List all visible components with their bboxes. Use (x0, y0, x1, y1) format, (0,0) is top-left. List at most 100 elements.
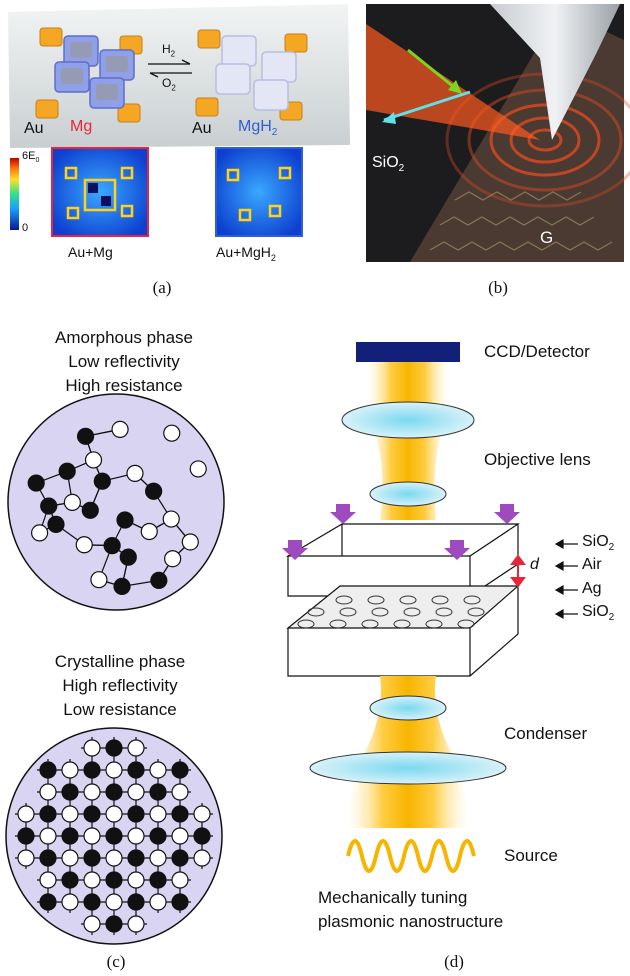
lattice-atom (127, 849, 145, 867)
lattice-atom (61, 893, 79, 911)
lattice-atom (105, 805, 123, 823)
label-sio2-top: SiO2 (582, 533, 615, 554)
colorbar-min-label: 0 (22, 222, 29, 234)
lattice-atom (39, 805, 57, 823)
lattice-atom (171, 783, 189, 801)
nanohole (393, 619, 411, 629)
label-sio2-b: SiO2 (372, 154, 405, 175)
light-beam-top (366, 362, 450, 520)
reaction-arrows (148, 59, 192, 78)
lattice-atom (105, 827, 123, 845)
label-sio2-bottom: SiO2 (582, 603, 615, 624)
afm-tip (490, 4, 620, 140)
caption-a: (a) (152, 278, 172, 297)
lattice-atom (61, 783, 79, 801)
amorphous-atom (81, 501, 99, 519)
lattice-atom (83, 915, 101, 933)
mechanical-tuning-text: Mechanically tuning plasmonic nanostruct… (318, 888, 504, 931)
nanohole-array (297, 595, 485, 629)
nanohole (403, 607, 421, 617)
nanohole (399, 595, 417, 605)
nanohole (435, 607, 453, 617)
nanohole (297, 619, 315, 629)
lattice-atom (105, 739, 123, 757)
amorphous-atom (76, 427, 95, 445)
nanohole (463, 595, 481, 605)
gap-indicator (510, 554, 526, 588)
field-map-au-mgh2 (215, 147, 303, 237)
gold-cubes-left (35, 27, 143, 123)
lattice-atom (61, 761, 79, 779)
lattice-atom (127, 827, 145, 845)
lattice-atom (149, 805, 167, 823)
condenser-lens (309, 751, 507, 785)
label-mg: Mg (70, 118, 93, 135)
pressure-arrows (282, 504, 520, 560)
amorphous-atom (162, 510, 180, 528)
lattice-atom (105, 893, 123, 911)
nanohole (457, 619, 475, 629)
amorphous-atom (103, 537, 121, 555)
lattice-atom (83, 739, 101, 757)
crystalline-lattice (15, 737, 213, 935)
label-ccd: CCD/Detector (484, 342, 590, 361)
amorphous-atom (58, 462, 76, 480)
lattice-atom (127, 871, 145, 889)
lattice-atom (83, 871, 101, 889)
amorphous-atom (150, 571, 168, 590)
label-source: Source (504, 846, 558, 865)
lattice-atom (127, 915, 145, 933)
lattice-atom (83, 805, 101, 823)
lattice-atom (39, 893, 57, 911)
lattice-atom (171, 761, 189, 779)
lattice-atom (193, 805, 211, 823)
lattice-atom (193, 827, 211, 845)
amorphous-atom (145, 482, 163, 500)
lattice-atom (127, 761, 145, 779)
lattice-atom (171, 827, 189, 845)
amorphous-atom (163, 424, 181, 442)
amorphous-atom (111, 420, 129, 438)
amorphous-atom (93, 472, 111, 490)
amorphous-atom (126, 464, 144, 482)
amorphous-atom (31, 524, 49, 542)
lattice-atom (171, 805, 189, 823)
label-au-right: Au (192, 120, 212, 137)
lattice-atom (149, 761, 167, 779)
scattered-arrow (383, 90, 471, 122)
lattice-atom (61, 849, 79, 867)
label-objective: Objective lens (484, 450, 591, 469)
amorphous-atom (119, 548, 137, 566)
source-wave (346, 839, 476, 873)
lattice-atom (105, 849, 123, 867)
amorphous-text: Amorphous phase Low reflectivity High re… (55, 328, 193, 395)
colorbar-max-label: 6E0 (22, 150, 40, 165)
nanohole (431, 595, 449, 605)
label-d: d (530, 556, 539, 573)
objective-lens (341, 401, 475, 439)
amorphous-atom (40, 497, 58, 515)
lattice-atom (127, 805, 145, 823)
nanohole (425, 619, 443, 629)
crystalline-text: Crystalline phase High reflectivity Low … (54, 652, 186, 719)
lattice-atom (83, 827, 101, 845)
amorphous-atom (75, 536, 93, 554)
field-colorbar (10, 158, 19, 230)
graphene-lattice (429, 191, 613, 251)
ccd-detector (356, 342, 460, 362)
lattice-atom (83, 761, 101, 779)
amorphous-atom (47, 515, 65, 533)
lattice-atom (127, 893, 145, 911)
label-au-left: Au (24, 120, 44, 137)
lattice-atom (17, 849, 35, 867)
nanohole (371, 607, 389, 617)
lattice-atom (193, 849, 211, 867)
lattice-atom (17, 827, 35, 845)
lattice-atom (105, 761, 123, 779)
nanohole (335, 595, 353, 605)
lattice-atom (83, 849, 101, 867)
amorphous-network (27, 420, 207, 596)
mgh2-cubes (215, 35, 297, 111)
